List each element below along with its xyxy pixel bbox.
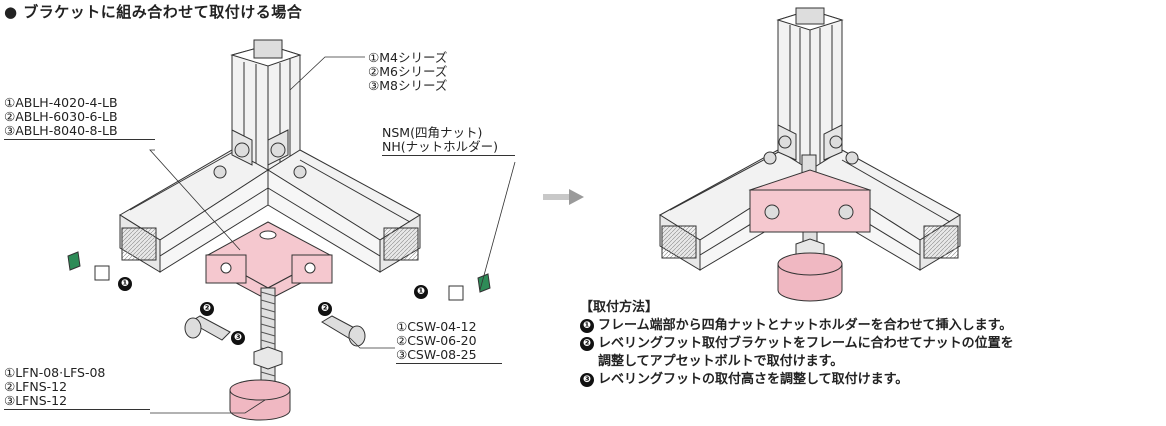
foot-label-1: ①LFN-08·LFS-08 [4,365,106,380]
right-assembly [659,7,961,302]
leveling-bracket-right [748,169,872,233]
bolt-right [321,315,366,347]
installation-method: 【取付方法】 ❶ フレーム端部から四角ナットとナットホルダーを合わせて挿入します。… [580,299,1014,389]
step-badge-3: ❸ [580,373,594,387]
foot-label: ①LFN-08·LFS-08 ②LFNS-12 ③LFNS-12 [4,366,150,410]
marker-1-right: ❶ [414,285,428,299]
step-badge-1: ❶ [580,319,594,333]
threaded-rod-left [253,287,283,391]
step-text-2: レベリングフット取付ブラケットをフレームに合わせてナットの位置を [598,336,1014,351]
bracket-label-3: ③ABLH-8040-8-LB [4,123,118,138]
nut-label-nut-holder: NH(ナットホルダー) [382,139,499,154]
foot-label-2: ②LFNS-12 [4,379,68,394]
marker-2-right: ❷ [318,302,332,316]
step-text-1: フレーム端部から四角ナットとナットホルダーを合わせて挿入します。 [598,318,1013,333]
nut-label: NSM(四角ナット) NH(ナットホルダー) [382,126,515,156]
section-heading: ● ブラケットに組み合わせて取付ける場合 [4,3,303,21]
bracket-label: ①ABLH-4020-4-LB ②ABLH-6030-6-LB ③ABLH-80… [4,96,155,140]
marker-1-left: ❶ [118,277,132,291]
marker-2-left: ❷ [200,302,214,316]
series-label-m6: ②M6シリーズ [368,64,448,79]
nut-label-square-nut: NSM(四角ナット) [382,125,483,140]
bolt-label-3: ③CSW-08-25 [396,347,477,362]
leveling-foot-left [229,379,291,421]
method-step-3: ❸ レベリングフットの取付高さを調整して取付けます。 [580,371,1014,389]
step-text-2-cont: 調整してアプセットボルトで取付けます。 [598,354,844,369]
method-step-2: ❷ レベリングフット取付ブラケットをフレームに合わせてナットの位置を [580,335,1014,353]
series-label-m4: ①M4シリーズ [368,50,448,65]
method-step-2-cont: 調整してアプセットボルトで取付けます。 [580,353,1014,371]
foot-label-3: ③LFNS-12 [4,393,68,408]
method-title: 【取付方法】 [580,300,659,315]
transition-arrow [543,189,584,205]
bolt-label-1: ①CSW-04-12 [396,319,477,334]
bracket-label-2: ②ABLH-6030-6-LB [4,109,118,124]
leveling-bracket-left [205,221,333,301]
marker-3: ❸ [231,331,245,345]
series-label: ①M4シリーズ ②M6シリーズ ③M8シリーズ [368,51,447,93]
bolt-label-2: ②CSW-06-20 [396,333,477,348]
bracket-label-1: ①ABLH-4020-4-LB [4,95,118,110]
bolt-left [184,315,231,341]
bolt-label: ①CSW-04-12 ②CSW-06-20 ③CSW-08-25 [396,320,502,364]
step-badge-2: ❷ [580,337,594,351]
left-frame-arm [119,147,269,273]
series-label-m8: ③M8シリーズ [368,78,448,93]
left-assembly [67,39,491,421]
leader-lines [149,56,516,414]
step-text-3: レベリングフットの取付高さを調整して取付けます。 [598,372,909,387]
leveling-foot-right [777,252,843,302]
method-step-1: ❶ フレーム端部から四角ナットとナットホルダーを合わせて挿入します。 [580,317,1014,335]
